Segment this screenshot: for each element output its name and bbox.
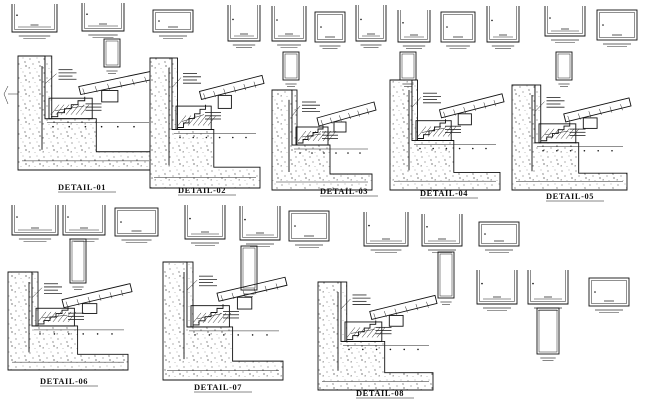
detail-section-4 [389, 79, 505, 191]
component-sketch-u [271, 6, 307, 48]
component-sketch-tall [399, 51, 417, 87]
step-pocket [538, 123, 577, 144]
component-sketch-tall [69, 238, 87, 290]
detail-section-2 [149, 57, 265, 189]
sloping-slab [198, 74, 265, 100]
component-sketch-u [227, 5, 261, 48]
sloping-slab [563, 97, 632, 123]
component-sketch-u [486, 6, 520, 49]
component-sketch-u [421, 214, 463, 253]
component-sketch-box [440, 11, 476, 49]
concrete-body [389, 79, 501, 191]
detail-sections [7, 55, 632, 391]
component-sketch-u [397, 10, 431, 49]
component-sketch-box [288, 210, 330, 248]
bracket-box [101, 90, 119, 103]
bracket-box [217, 94, 232, 109]
component-sketch-tall [536, 307, 560, 361]
bracket-box [457, 113, 472, 126]
stair-profile [178, 104, 206, 128]
concrete-body [317, 281, 434, 391]
wall-face [411, 79, 418, 141]
sloping-slab [61, 283, 133, 309]
detail-section-5 [511, 84, 632, 191]
detail-caption: DETAIL-05 [546, 192, 594, 201]
wall-face [31, 271, 39, 327]
bracket-box [236, 296, 253, 310]
detail-section-7 [162, 261, 288, 381]
component-sketch-u [544, 6, 586, 43]
detail-caption: DETAIL-03 [320, 187, 368, 196]
component-sketch-tall [555, 51, 573, 87]
sloping-slab [369, 294, 438, 320]
component-sketch-u [81, 3, 125, 38]
detail-caption: DETAIL-04 [420, 189, 468, 198]
detail-section-8 [317, 281, 438, 391]
component-sketch-u [62, 205, 106, 242]
component-sketch-tall [437, 251, 455, 305]
concrete-body [271, 89, 373, 191]
concrete-body [511, 84, 628, 191]
component-sketch-tall [103, 38, 121, 74]
component-sketch-box [114, 207, 159, 243]
concrete-body [17, 55, 154, 171]
component-sketches [3, 3, 638, 361]
detail-caption: DETAIL-06 [40, 377, 88, 386]
bracket-box [388, 314, 404, 327]
component-sketch-u [527, 270, 569, 311]
concrete-body [162, 261, 284, 381]
wall-face [291, 89, 298, 146]
component-sketch-box [478, 221, 520, 253]
component-sketch-u [355, 5, 387, 48]
bracket-box [333, 121, 347, 133]
detail-section-3 [271, 89, 377, 191]
leader-arrow [3, 85, 9, 105]
detail-caption: DETAIL-02 [178, 186, 226, 195]
stair-profile [38, 306, 69, 325]
wall-face [186, 261, 194, 328]
sloping-slab [316, 101, 377, 127]
detail-section-1 [17, 55, 158, 171]
detail-section-6 [7, 271, 133, 371]
wall-face [534, 84, 542, 144]
component-sketch-box [588, 277, 630, 313]
stair-profile [541, 122, 571, 142]
component-sketch-u [11, 205, 59, 242]
wall-face [44, 55, 53, 120]
sloping-slab [438, 93, 505, 119]
wall-face [340, 281, 348, 342]
step-pocket [295, 126, 329, 146]
bracket-box [582, 117, 598, 129]
step-pocket [35, 307, 75, 327]
detail-caption: DETAIL-07 [194, 383, 242, 392]
component-sketch-box [596, 9, 638, 47]
stair-profile [51, 96, 86, 118]
component-sketch-box [152, 9, 194, 39]
concrete-body [7, 271, 129, 371]
detail-caption: DETAIL-08 [356, 389, 404, 398]
detail-caption: DETAIL-01 [58, 183, 106, 192]
step-pocket [175, 105, 212, 130]
component-sketch-box [314, 11, 346, 49]
bracket-box [81, 303, 98, 314]
step-pocket [190, 305, 230, 328]
wall-face [171, 57, 178, 130]
stair-profile [193, 304, 224, 326]
step-pocket [415, 120, 452, 141]
component-sketch-tall [282, 51, 300, 87]
component-sketch-u [239, 206, 281, 247]
component-sketch-u [11, 4, 58, 39]
stair-profile [347, 320, 377, 340]
component-sketch-u [476, 270, 518, 311]
sloping-slab [216, 276, 288, 302]
component-sketch-tall [240, 245, 258, 297]
step-pocket [48, 97, 93, 120]
component-sketch-u [184, 205, 226, 246]
component-sketch-u [363, 212, 409, 253]
